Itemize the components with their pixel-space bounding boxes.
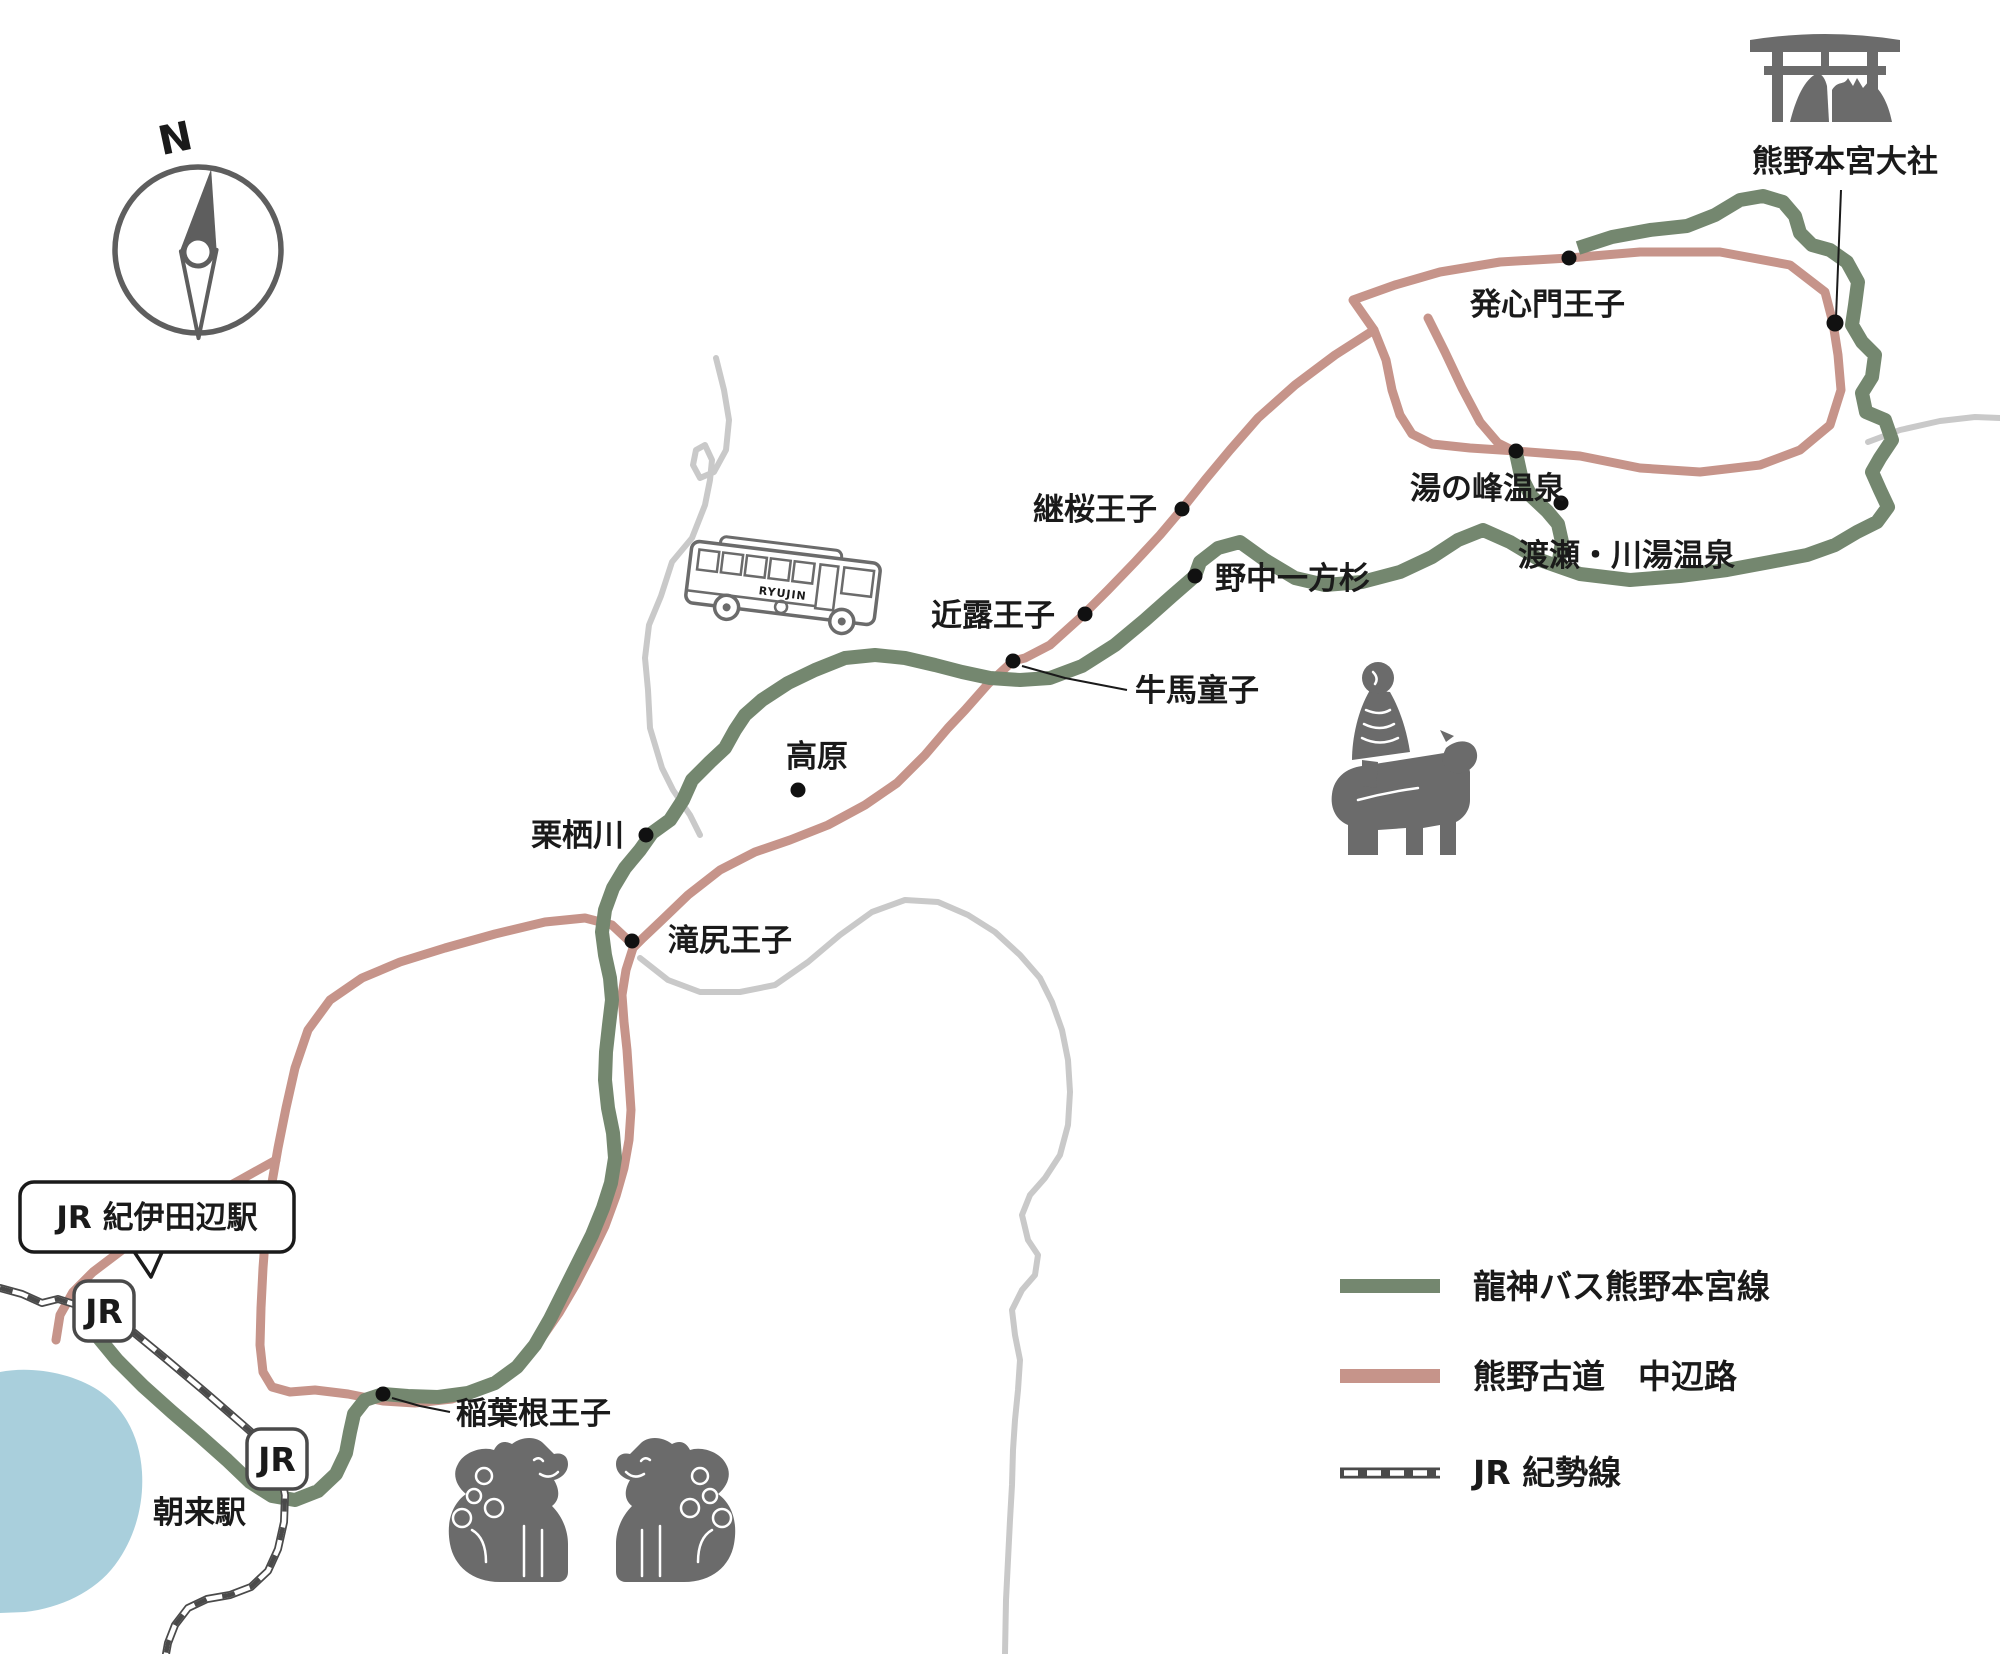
kodo-loop-hongu <box>1348 247 1846 477</box>
compass-north-icon: N <box>112 113 284 341</box>
leader-hongu <box>1835 189 1842 319</box>
label-takahara: 高原 <box>786 739 848 775</box>
label-hongu-taisha: 熊野本宮大社 <box>1752 144 1938 180</box>
label-hosshinmon: 発心門王子 <box>1469 287 1625 323</box>
dot-chikatsuyu <box>1077 606 1093 622</box>
dot-nonaka <box>1187 568 1203 584</box>
dot-kurisugawa <box>638 827 654 843</box>
kodo-branch-yunomine <box>1423 313 1519 456</box>
jr-badge-asso-label: JR <box>256 1440 296 1479</box>
dot-yunomine <box>1508 443 1524 459</box>
label-takijiri: 滝尻王子 <box>668 923 792 959</box>
legend-label-jr: JR 紀勢線 <box>1471 1453 1621 1492</box>
label-chikatsuyu: 近露王子 <box>931 598 1055 634</box>
label-nonaka: 野中一方杉 <box>1215 561 1370 597</box>
dot-tsugizakura <box>1174 501 1190 517</box>
map-legend: 龍神バス熊野本宮線 熊野古道 中辺路 JR 紀勢線 <box>1340 1267 1770 1492</box>
bus-route-line <box>83 189 1899 1507</box>
label-yunomine: 湯の峰温泉 <box>1410 471 1565 507</box>
dot-gyuba <box>1005 653 1021 669</box>
label-gyuba: 牛馬童子 <box>1135 673 1259 709</box>
komainu-statues-icon <box>448 1438 736 1582</box>
torii-gate-icon <box>1750 34 1900 122</box>
leader-inabane <box>391 1397 451 1413</box>
jr-badge-asso: JR <box>245 1427 309 1491</box>
river-line-main <box>637 897 1073 1654</box>
label-watase-kawayu: 渡瀬・川湯温泉 <box>1518 538 1735 574</box>
legend-swatch-kodo <box>1340 1369 1440 1383</box>
leader-gyuba <box>1021 665 1128 691</box>
label-tsugizakura: 継桜王子 <box>1033 492 1157 528</box>
dot-takahara <box>790 782 806 798</box>
legend-label-kodo: 熊野古道 中辺路 <box>1473 1357 1738 1396</box>
dot-inabane <box>375 1386 391 1402</box>
water-body <box>0 1369 143 1613</box>
jr-badge-kiitanabe-label: JR <box>83 1292 123 1331</box>
label-asso-station: 朝来駅 <box>153 1495 246 1531</box>
compass-north-label: N <box>154 113 196 165</box>
label-inabane: 稲葉根王子 <box>456 1396 611 1432</box>
gyuba-doji-statue-icon <box>1331 662 1478 855</box>
kiitanabe-bubble-label: JR 紀伊田辺駅 <box>54 1200 257 1236</box>
legend-swatch-bus <box>1340 1279 1440 1293</box>
label-kurisugawa: 栗栖川 <box>531 818 624 854</box>
bus-operator-label: RYUJIN <box>758 584 807 603</box>
ryujin-bus-icon: RYUJIN <box>684 535 882 636</box>
dot-hongu <box>1826 314 1844 332</box>
jr-badge-kiitanabe: JR <box>72 1279 136 1343</box>
dot-hosshinmon <box>1561 250 1577 266</box>
legend-label-bus: 龍神バス熊野本宮線 <box>1473 1267 1770 1306</box>
dot-takijiri <box>624 933 640 949</box>
kodo-main-line <box>255 325 1379 1408</box>
kiitanabe-bubble: JR 紀伊田辺駅 <box>18 1180 296 1279</box>
dot-watase-kawayu <box>1553 495 1569 511</box>
river-line-north <box>642 355 732 838</box>
bus-route-spur-yunomine <box>1509 446 1569 567</box>
